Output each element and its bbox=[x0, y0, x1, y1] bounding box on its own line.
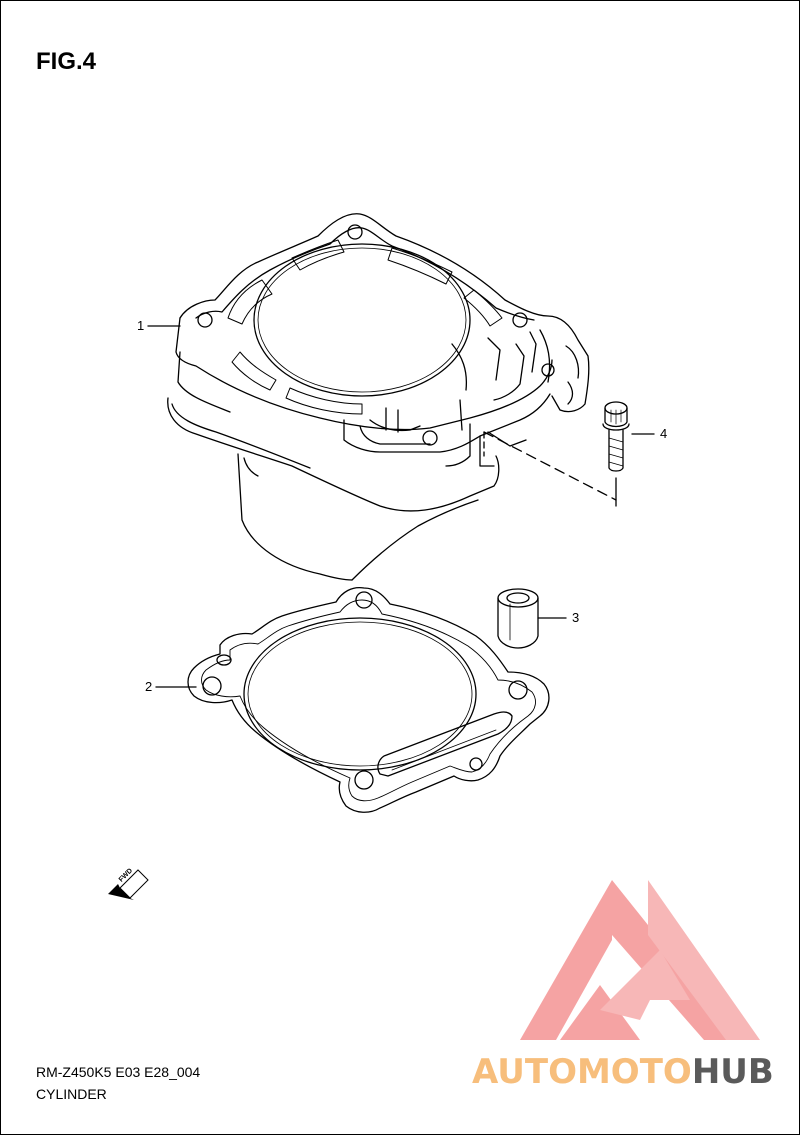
cylinder-bolt bbox=[602, 401, 630, 472]
model-code: RM-Z450K5 E03 E28_004 bbox=[36, 1064, 201, 1080]
callout-4: 4 bbox=[660, 426, 668, 441]
cylinder-part bbox=[167, 213, 590, 581]
fwd-arrow-icon bbox=[108, 869, 149, 900]
dowel-pin bbox=[497, 588, 539, 649]
callout-2: 2 bbox=[145, 679, 153, 694]
callout-3: 3 bbox=[572, 610, 580, 625]
part-name: CYLINDER bbox=[36, 1086, 107, 1102]
figure-title: FIG.4 bbox=[36, 48, 97, 75]
cylinder-base-gasket bbox=[187, 586, 550, 813]
callout-1: 1 bbox=[137, 318, 145, 333]
watermark-logo bbox=[520, 880, 760, 1040]
watermark-text: AUTOMOTOHUB bbox=[472, 1052, 774, 1092]
assembly-dashed-line bbox=[483, 431, 617, 501]
